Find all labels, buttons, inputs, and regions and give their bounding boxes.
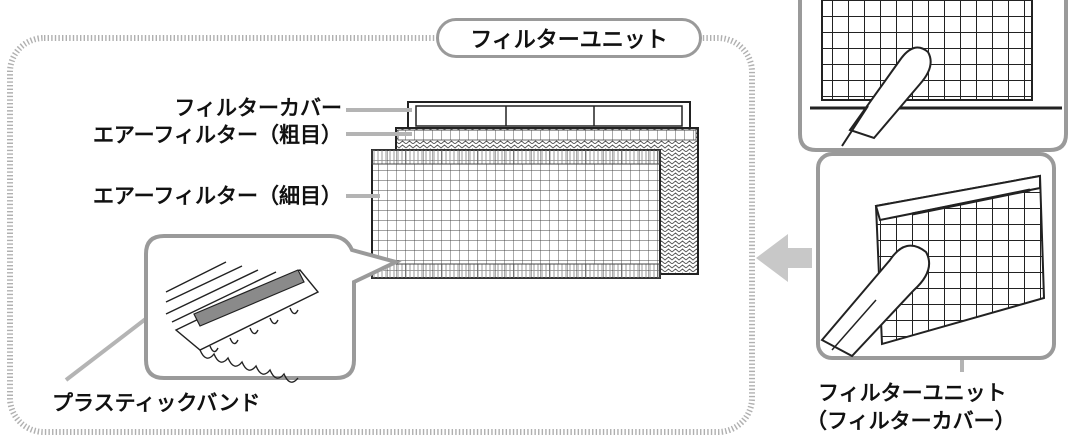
label-filter-cover: フィルターカバー [174,96,342,120]
left-arrow [756,234,812,282]
label-air-filter-coarse: エアーフィルター（粗目） [92,123,342,147]
label-air-filter-fine: エアーフィルター（細目） [92,184,342,208]
title-pill: フィルターユニット [436,18,702,58]
label-unit-caption-2: （フィルターカバー） [806,409,1016,433]
callout-bubble [144,234,402,383]
filter-unit-illustration [816,152,1056,360]
top-right-illustration [798,0,1068,152]
label-plastic-band: プラスティックバンド [52,391,261,415]
page-title: フィルターユニット [470,28,668,53]
main-frame [7,35,755,435]
label-unit-caption-1: フィルターユニット [818,381,1007,405]
air-filter-fine-shape [371,149,661,279]
